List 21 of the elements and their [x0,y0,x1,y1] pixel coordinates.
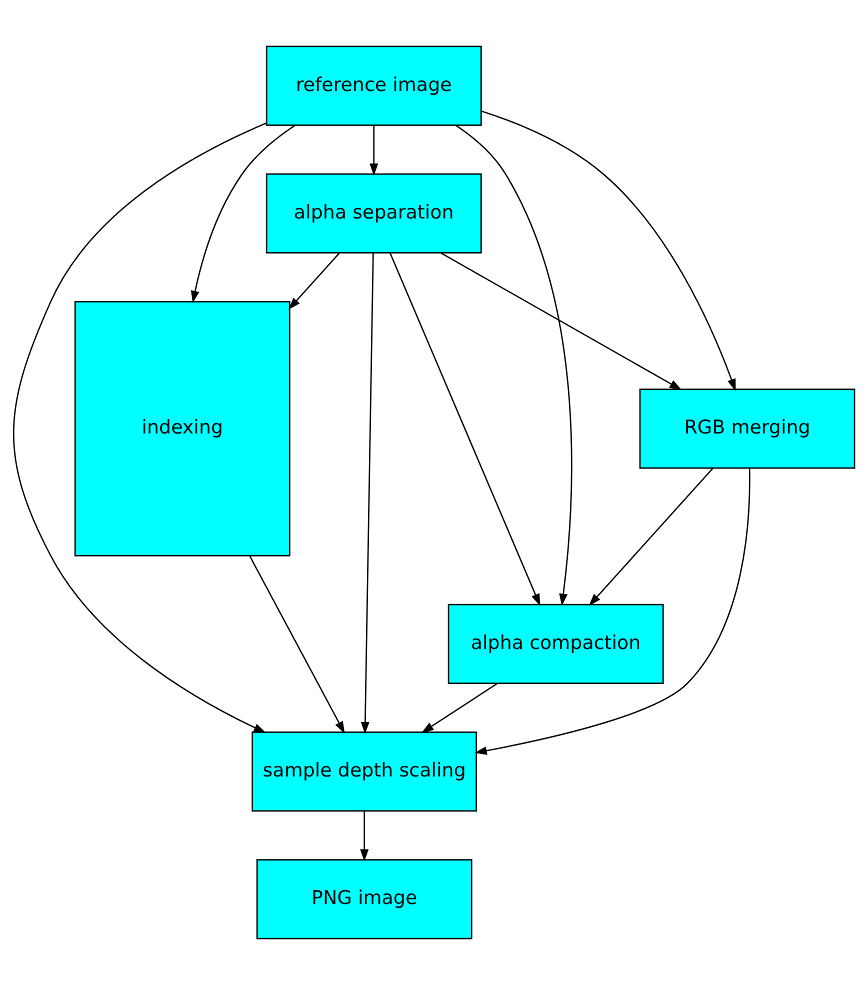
arrow [390,252,540,606]
node-box: indexing [74,301,290,556]
arrow [421,682,498,733]
node-box: PNG image [256,859,472,940]
node-box: alpha compaction [448,604,664,684]
arrow [360,252,374,734]
arrow [474,468,750,755]
arrow [588,468,714,606]
arrow [455,124,572,606]
arrow [190,124,296,304]
node-box: sample depth scaling [252,732,478,812]
arrow [481,110,736,392]
arrow [360,811,369,862]
arrow [288,252,340,310]
arrow [13,122,267,733]
arrow [440,252,682,390]
arrow [249,555,345,734]
node-box: RGB merging [639,388,856,469]
node-box: reference image [266,46,482,126]
node-box: alpha separation [266,173,482,254]
arrow [370,125,378,176]
